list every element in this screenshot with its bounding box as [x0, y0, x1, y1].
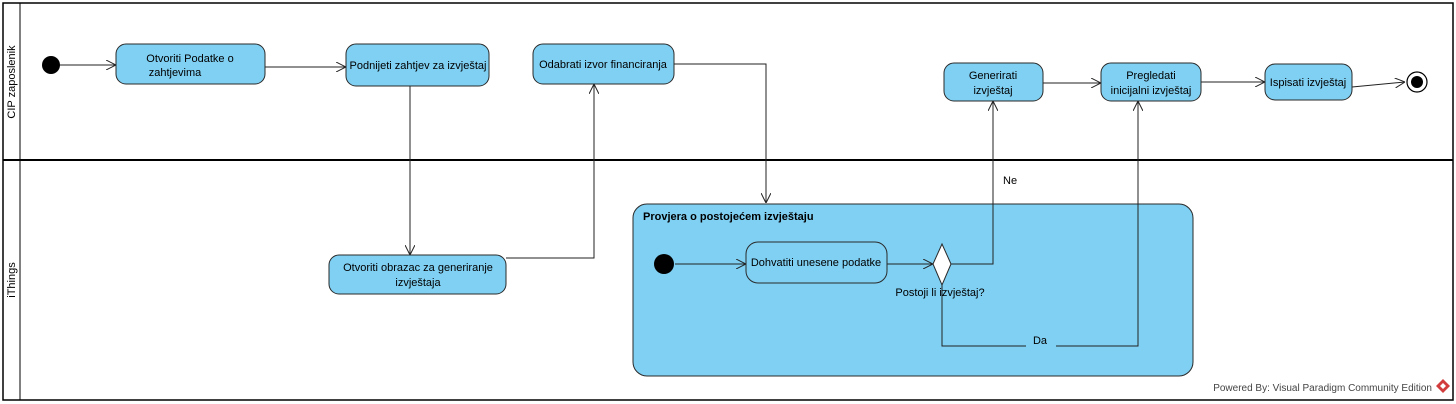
action-ispisati[interactable]: Ispisati izvještaj: [1264, 63, 1353, 101]
visual-paradigm-logo-icon: [1436, 379, 1450, 393]
initial-node: [42, 56, 60, 74]
guard-da-label: Da: [1033, 335, 1048, 347]
edge-ispisati-to-final: [1351, 82, 1405, 87]
action-dohvatiti[interactable]: Dohvatiti unesene podatke: [745, 241, 888, 284]
guard-ne-label: Ne: [1003, 175, 1017, 187]
action-otvoriti-podatke[interactable]: Otvoriti Podatke o zahtjevima: [115, 43, 266, 85]
inner-initial-node: [654, 254, 674, 274]
decision-node[interactable]: [932, 242, 952, 287]
action-odabrati-izvor[interactable]: Odabrati izvor financiranja: [532, 43, 675, 85]
control-flows: [60, 63, 1405, 347]
edge-odabrati-to-subactivity: [674, 63, 766, 203]
action-label: Odabrati izvor financiranja: [539, 59, 668, 71]
action-label: Pregledati: [1126, 70, 1176, 82]
edge-decision-ne-to-generirati: [951, 101, 993, 265]
action-label: Ispisati izvještaj: [1270, 77, 1346, 89]
action-label: Otvoriti obrazac za generiranje: [343, 262, 493, 274]
action-label: izvještaja: [395, 277, 441, 289]
action-label: Dohvatiti unesene podatke: [751, 257, 881, 269]
action-label: Otvoriti Podatke o: [146, 53, 233, 65]
action-pregledati[interactable]: Pregledati inicijalni izvještaj: [1100, 62, 1202, 102]
subactivity-title: Provjera o postojećem izvještaju: [643, 211, 814, 223]
lane-label-cip-zaposlenik: CIP zaposlenik: [6, 45, 18, 119]
edge-obrazac-to-odabrati: [506, 84, 594, 259]
action-podnijeti-zahtjev[interactable]: Podnijeti zahtjev za izvještaj: [345, 43, 490, 87]
action-generirati[interactable]: Generirati izvještaj: [943, 62, 1044, 102]
action-label: zahtjevima: [149, 67, 202, 79]
edge-decision-da-line-b: [1056, 101, 1138, 347]
action-label: izvještaj: [973, 85, 1012, 97]
action-label: inicijalni izvještaj: [1111, 85, 1192, 97]
powered-by-text: Powered By: Visual Paradigm Community Ed…: [1213, 383, 1432, 394]
activity-final-node: [1406, 71, 1428, 93]
lane-label-ithings: iThings: [6, 262, 18, 298]
edge-decision-da-line-a: [941, 285, 1026, 347]
action-otvoriti-obrazac[interactable]: Otvoriti obrazac za generiranje izvješta…: [328, 254, 507, 295]
action-label: Podnijeti zahtjev za izvještaj: [350, 60, 487, 72]
action-label: Generirati: [969, 70, 1017, 82]
decision-label: Postoji li izvještaj?: [895, 287, 984, 299]
